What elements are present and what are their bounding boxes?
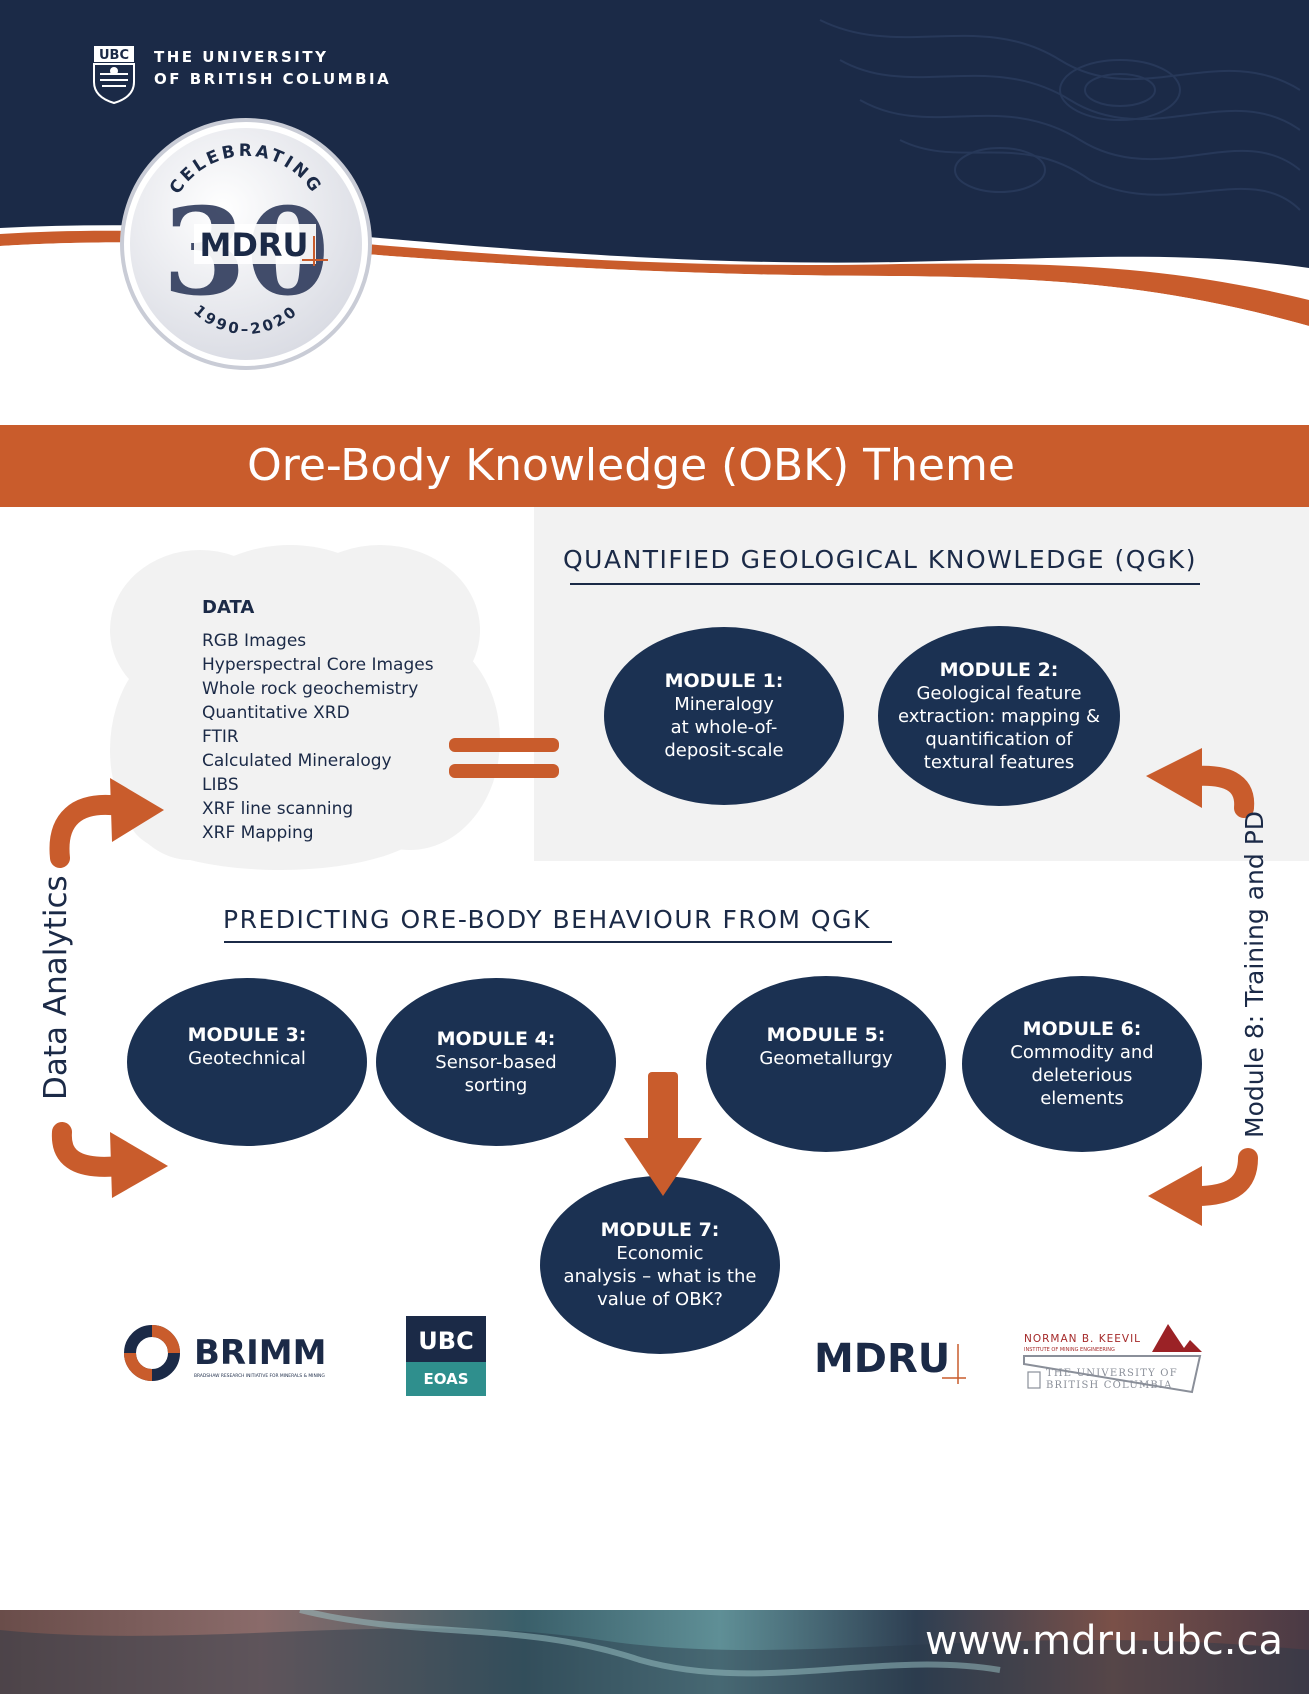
theme-banner [0, 425, 1309, 507]
data-item: Quantitative XRD [202, 703, 350, 723]
data-cloud-shape [110, 545, 500, 870]
data-item: Hyperspectral Core Images [202, 655, 434, 675]
svg-text:UBC: UBC [99, 48, 129, 63]
module-4-title: MODULE 4: [436, 1027, 556, 1050]
banner-title: Ore-Body Knowledge (OBK) Theme [247, 440, 1015, 491]
brimm-logo-text: BRIMM [194, 1333, 326, 1373]
module-1-title: MODULE 1: [664, 670, 784, 692]
equals-bar-top [449, 738, 559, 752]
ubc-eoas-top: UBC [406, 1316, 486, 1362]
module-7-desc: Economic [616, 1243, 704, 1264]
module-4-desc: Sensor-based [435, 1051, 557, 1073]
module-6-title: MODULE 6: [1022, 1018, 1142, 1040]
module-6-desc: elements [1040, 1088, 1124, 1109]
university-line-1: THE UNIVERSITY [154, 48, 329, 66]
module-1-node: MODULE 1: Mineralogy at whole-of- deposi… [604, 627, 844, 805]
module-1-desc: deposit-scale [664, 740, 784, 761]
data-item: Whole rock geochemistry [202, 679, 419, 699]
module-6-desc: Commodity and [1010, 1042, 1154, 1063]
qgk-heading: QUANTIFIED GEOLOGICAL KNOWLEDGE (QGK) [563, 545, 1197, 574]
seal-name: MDRU [199, 226, 308, 264]
module-2-desc: extraction: mapping & [897, 705, 1101, 727]
data-title: DATA [202, 597, 255, 618]
module-3-desc: Geotechnical [188, 1048, 306, 1069]
module-2-desc: textural features [923, 751, 1075, 773]
mdru-logo: MDRU [814, 1336, 966, 1384]
curved-arrow-icon [51, 1122, 168, 1198]
footer-url[interactable]: www.mdru.ubc.ca [924, 1618, 1283, 1664]
ubc-eoas-logo: UBC EOAS [406, 1316, 486, 1396]
module-4-node: MODULE 4: Sensor-based sorting [376, 978, 616, 1146]
module-4-desc: sorting [464, 1074, 528, 1096]
module-7-node: MODULE 7: Economic analysis – what is th… [540, 1176, 780, 1354]
predicting-heading-underline [224, 941, 892, 943]
data-item: XRF Mapping [202, 823, 314, 843]
predicting-heading: PREDICTING ORE-BODY BEHAVIOUR FROM QGK [223, 905, 871, 934]
data-item: LIBS [202, 775, 239, 795]
module-5-node: MODULE 5: Geometallurgy [706, 976, 946, 1152]
curved-arrow-icon [1148, 1148, 1258, 1226]
data-item: XRF line scanning [202, 799, 354, 819]
data-list: RGB Images Hyperspectral Core Images Who… [202, 629, 434, 845]
data-item: FTIR [202, 727, 239, 747]
module-2-node: MODULE 2: Geological feature extraction:… [878, 626, 1120, 806]
module-2-desc: Geological feature [916, 682, 1082, 704]
data-item: Calculated Mineralogy [202, 751, 392, 771]
brimm-logo-subtext: BRADSHAW RESEARCH INITIATIVE FOR MINERAL… [194, 1373, 325, 1379]
module-6-node: MODULE 6: Commodity and deleterious elem… [962, 976, 1202, 1152]
keevil-line-2: INSTITUTE OF MINING ENGINEERING [1024, 1347, 1115, 1353]
module-3-node: MODULE 3: Geotechnical [127, 978, 367, 1146]
module-5-desc: Geometallurgy [759, 1048, 893, 1069]
mdru-30-anniversary-seal: CELEBRATING 30 MDRU 1990–2020 [120, 118, 372, 370]
ubc-eoas-bottom: EOAS [406, 1362, 486, 1396]
data-item: RGB Images [202, 631, 307, 651]
module-1-desc: at whole-of- [670, 717, 778, 738]
brimm-logo: BRIMM BRADSHAW RESEARCH INITIATIVE FOR M… [124, 1325, 326, 1381]
qgk-heading-underline [570, 583, 1200, 585]
university-wordmark: THE UNIVERSITY OF BRITISH COLUMBIA [154, 46, 391, 90]
equals-bar-bottom [449, 764, 559, 778]
module-7-title: MODULE 7: [600, 1219, 720, 1241]
ubc-crest-icon: UBC [93, 46, 135, 104]
university-line-2: OF BRITISH COLUMBIA [154, 70, 392, 88]
keevil-line-3: THE UNIVERSITY OF [1046, 1368, 1178, 1379]
footer-rock-image [0, 1610, 1309, 1694]
keevil-line-1: NORMAN B. KEEVIL [1024, 1333, 1141, 1345]
module-1-desc: Mineralogy [674, 694, 774, 715]
keevil-institute-logo: NORMAN B. KEEVIL INSTITUTE OF MINING ENG… [1023, 1324, 1202, 1394]
module-7-desc: value of OBK? [597, 1289, 723, 1310]
module-2-title: MODULE 2: [939, 658, 1059, 681]
module-3-title: MODULE 3: [187, 1024, 307, 1046]
module-2-desc: quantification of [925, 728, 1073, 750]
mdru-logo-text: MDRU [814, 1336, 950, 1382]
keevil-line-4: BRITISH COLUMBIA [1046, 1380, 1173, 1391]
module-5-title: MODULE 5: [766, 1024, 886, 1046]
training-label: Module 8: Training and PD [1240, 810, 1269, 1138]
module-6-desc: deleterious [1031, 1065, 1133, 1086]
data-analytics-label: Data Analytics [38, 875, 74, 1100]
module-7-desc: analysis – what is the [563, 1266, 757, 1287]
